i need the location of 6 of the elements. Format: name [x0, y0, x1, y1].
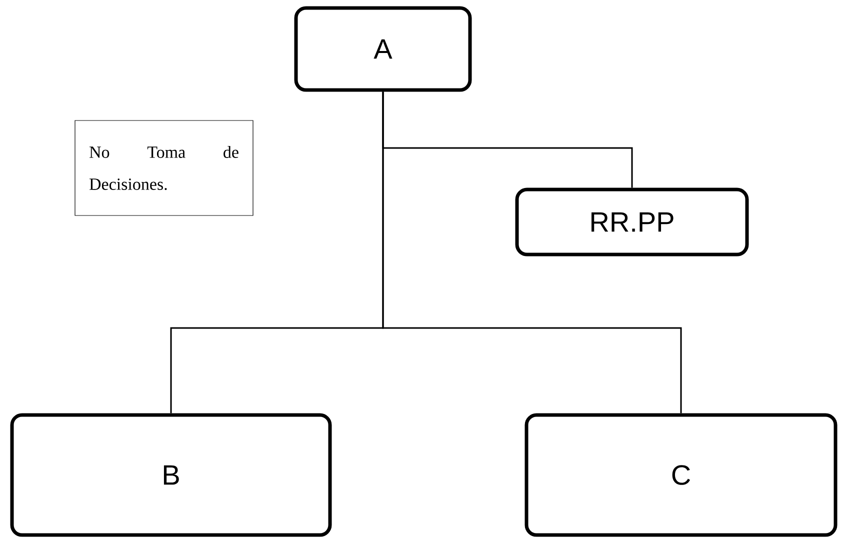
connector-line — [382, 92, 682, 414]
org-box: A — [294, 6, 472, 92]
note-box: No Toma de Decisiones. — [74, 120, 254, 216]
org-box: B — [10, 413, 332, 537]
org-box: RR.PP — [515, 188, 749, 256]
org-box: C — [524, 413, 838, 537]
